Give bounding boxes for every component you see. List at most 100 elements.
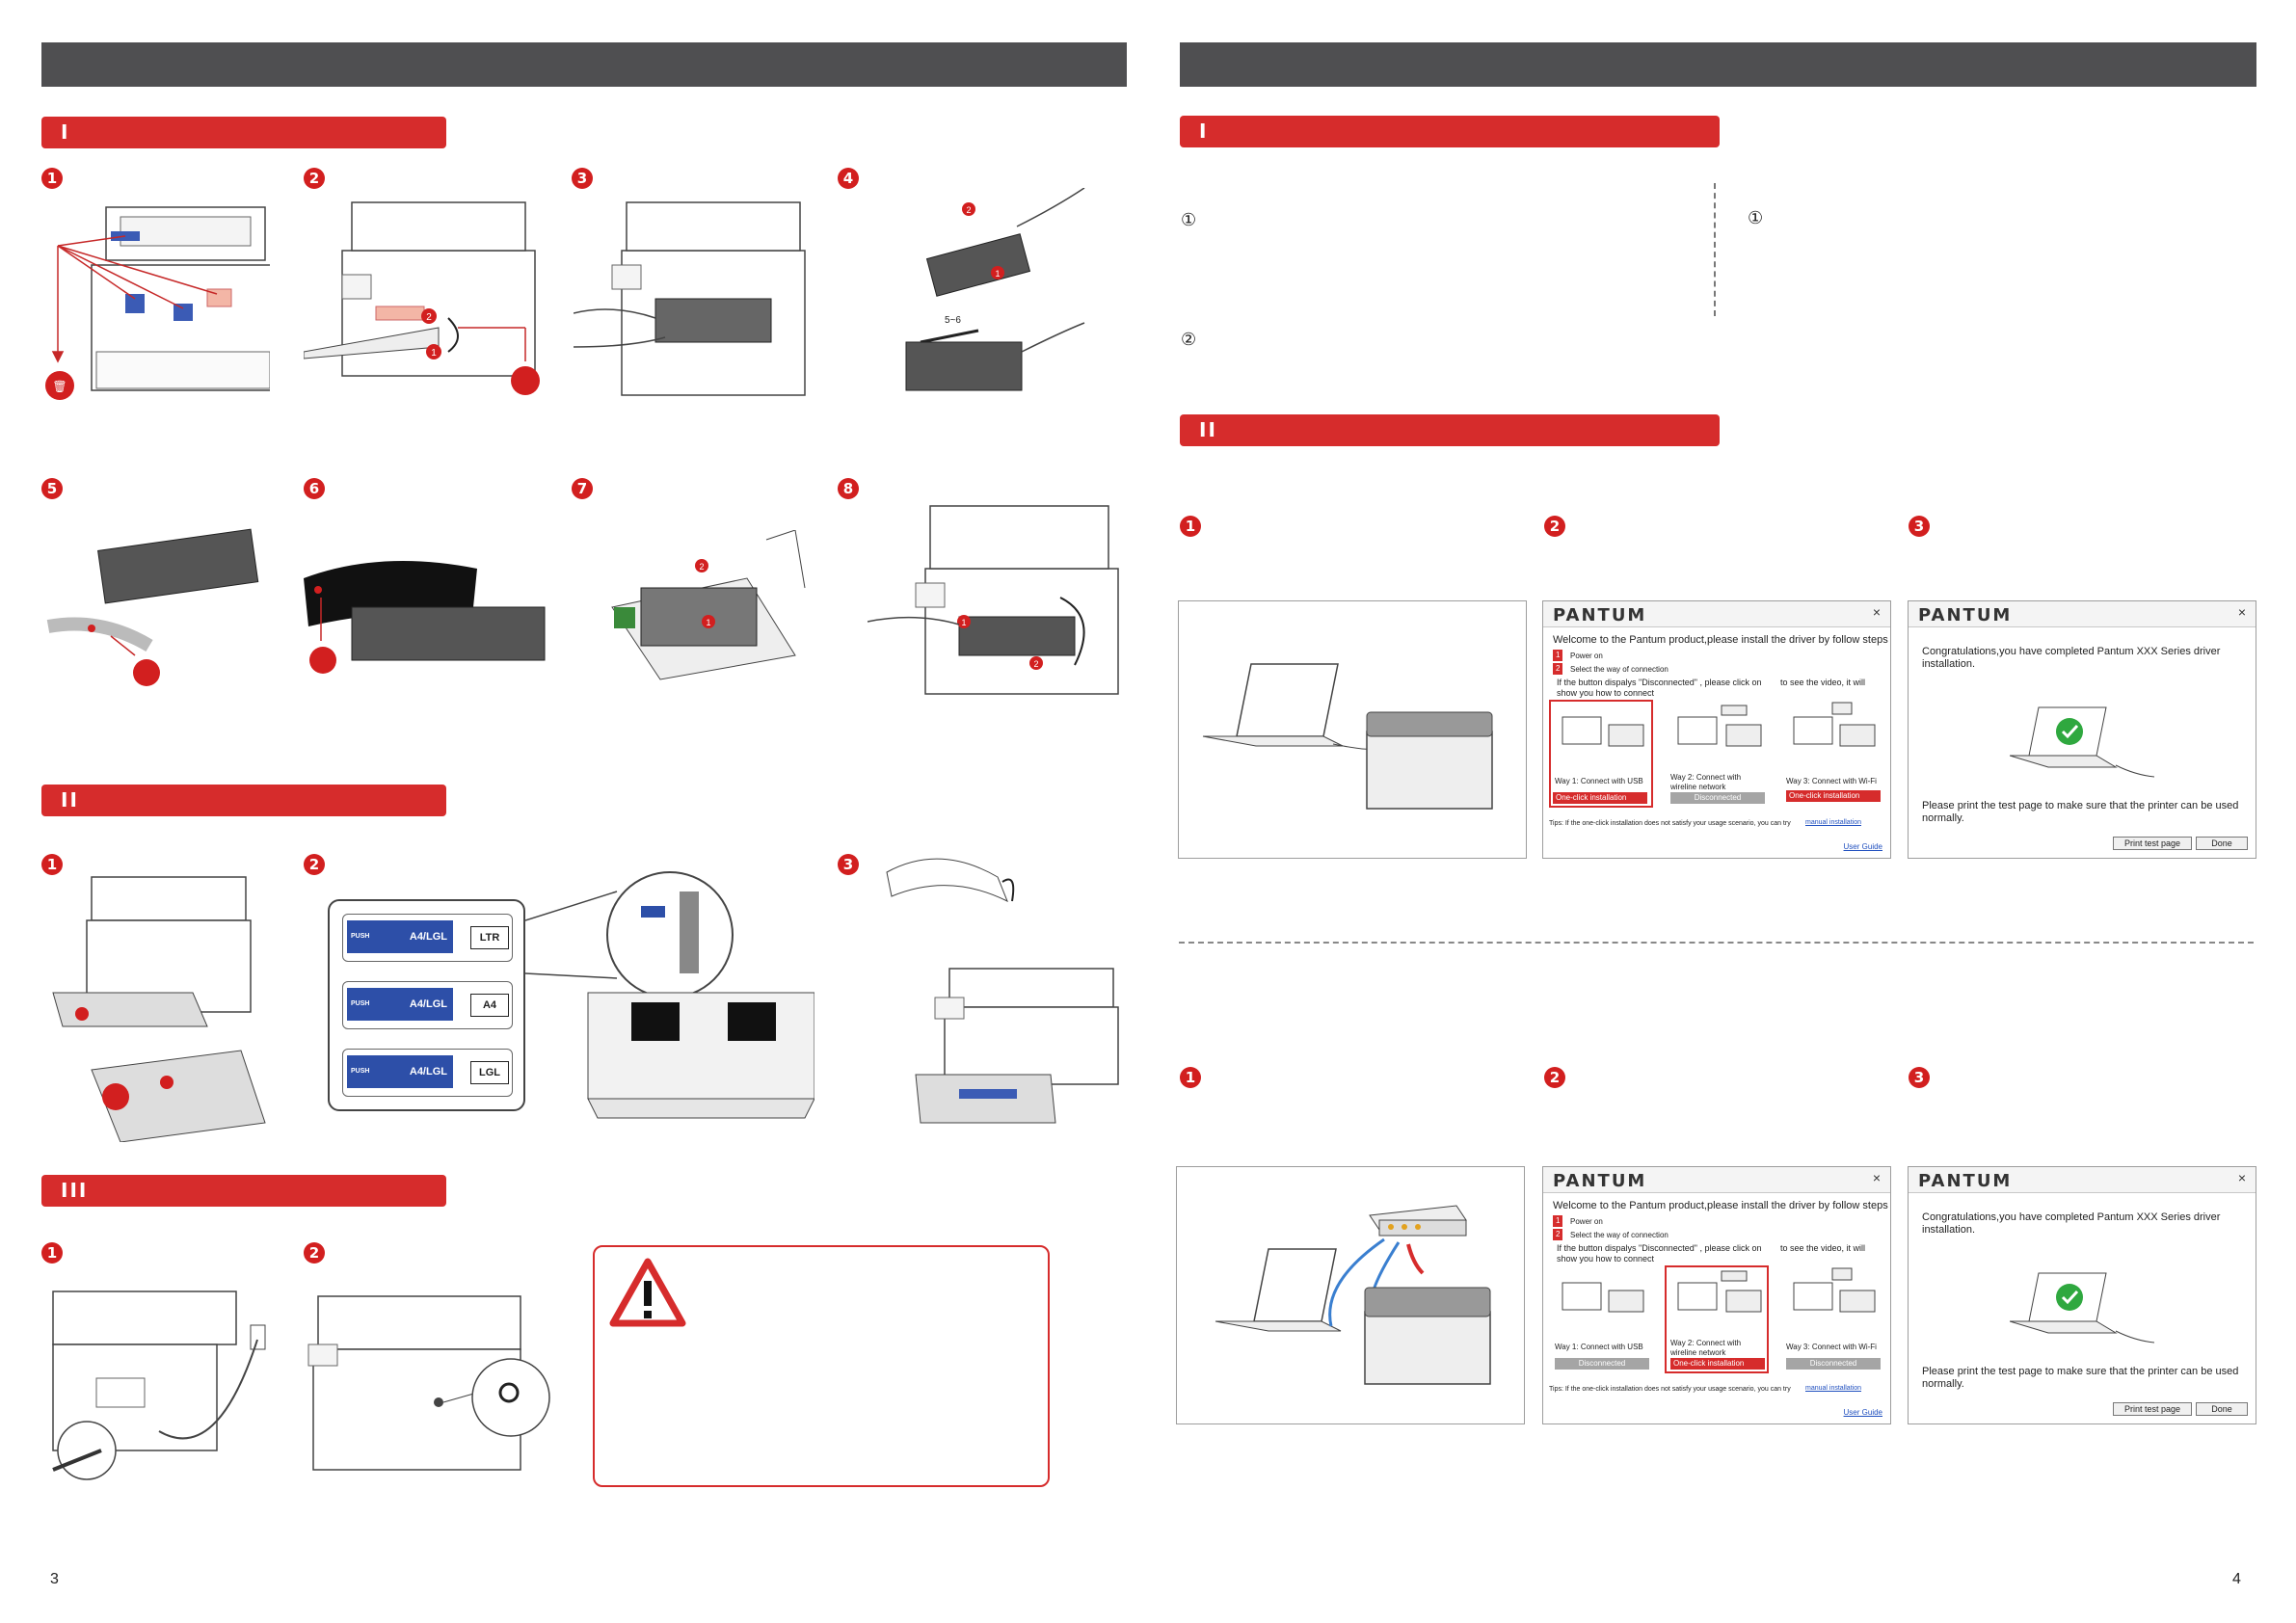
way-3-label: Way 3: Connect with Wi-Fi — [1786, 1343, 1877, 1351]
way-1-label: Way 1: Connect with USB — [1555, 1343, 1643, 1351]
done-button[interactable]: Done — [2196, 837, 2248, 850]
way-1-one-click-button[interactable]: One-click installation — [1553, 792, 1647, 804]
hint-a: If the button dispalys "Disconnected" , … — [1557, 678, 1762, 687]
user-guide-link[interactable]: User Guide — [1843, 1408, 1882, 1417]
close-icon[interactable]: × — [1872, 1170, 1881, 1185]
svg-text:5~6: 5~6 — [945, 315, 961, 326]
way-3-label: Way 3: Connect with Wi-Fi — [1786, 777, 1877, 785]
way-2-card-selected[interactable] — [1665, 1265, 1769, 1373]
way-2-label: Way 2: Connect with wireline network — [1670, 1339, 1742, 1357]
left-section-2-bar: II — [41, 785, 446, 816]
manual-installation-link[interactable]: manual installation — [1805, 819, 1861, 826]
step-1-badge: 1 — [1553, 650, 1563, 661]
left-s1-step-7: 7 — [572, 478, 593, 499]
insert-toner-illustration — [574, 201, 806, 396]
installer-brand: PANTUM — [1553, 605, 1647, 625]
guide-2-size: A4/LGL — [409, 998, 447, 1010]
guide-2-push: PUSH — [351, 1000, 370, 1007]
right-bottom-step-2: 2 — [1544, 1067, 1565, 1088]
printer-remove-tape-illustration: 🗑 — [45, 206, 270, 400]
left-s2-step-3: 3 — [838, 854, 859, 875]
way-2-one-click-button[interactable]: One-click installation — [1670, 1358, 1765, 1370]
svg-text:2: 2 — [966, 205, 971, 215]
way-3-one-click-button[interactable]: One-click installation — [1786, 790, 1881, 802]
paper-guide-lgl: PUSH A4/LGL LGL — [342, 1049, 513, 1097]
page-number-right: 4 — [2232, 1571, 2241, 1587]
hint-c: show you how to connect — [1557, 688, 1655, 698]
way-1-status[interactable]: Disconnected — [1555, 1358, 1649, 1370]
installer-complete-top: PANTUM × Congratulations,you have comple… — [1908, 600, 2256, 859]
congrats-text: Congratulations,you have completed Pantu… — [1922, 646, 2221, 670]
horizontal-divider — [1179, 942, 2254, 944]
manual-installation-link[interactable]: manual installation — [1805, 1385, 1861, 1392]
svg-text:2: 2 — [426, 312, 432, 323]
shake-toner-illustration: 2 1 5~6 — [905, 188, 1085, 391]
left-s1-step-1: 1 — [41, 168, 63, 189]
print-note: Please print the test page to make sure … — [1922, 800, 2239, 824]
left-s3-step-2: 2 — [304, 1242, 325, 1264]
svg-text:🗑: 🗑 — [52, 380, 67, 393]
vertical-divider — [1714, 183, 1716, 316]
close-front-cover-illustration: 1 2 — [868, 505, 1119, 695]
way-2-label: Way 2: Connect with wireline network — [1670, 773, 1742, 791]
left-s2-step-1: 1 — [41, 854, 63, 875]
hint-b: to see the video, it will — [1780, 1243, 1866, 1253]
printer-open-front-illustration: 2 1 — [304, 201, 540, 395]
right-top-step-2: 2 — [1544, 516, 1565, 537]
right-top-step-1: 1 — [1180, 516, 1201, 537]
usb-connection-panel — [1178, 600, 1527, 859]
right-s1-mark-b: ② — [1181, 330, 1197, 350]
left-s2-step-2: 2 — [304, 854, 325, 875]
load-paper-illustration — [886, 858, 1119, 1124]
svg-text:1: 1 — [431, 348, 437, 359]
left-s1-step-6: 6 — [304, 478, 325, 499]
installer-window-network: PANTUM × Welcome to the Pantum product,p… — [1542, 1166, 1891, 1424]
close-icon[interactable]: × — [1872, 604, 1881, 620]
installer-window-usb: PANTUM × Welcome to the Pantum product,p… — [1542, 600, 1891, 859]
installer-welcome: Welcome to the Pantum product,please ins… — [1553, 634, 1888, 646]
installer-brand: PANTUM — [1918, 605, 2013, 625]
guide-3-target: LGL — [470, 1061, 509, 1084]
guide-1-target: LTR — [470, 926, 509, 949]
right-bottom-step-1: 1 — [1180, 1067, 1201, 1088]
warning-box — [593, 1245, 1050, 1487]
tray-guide-closeup-illustration — [525, 871, 814, 1119]
tips-text: Tips: If the one-click installation does… — [1549, 820, 1791, 827]
hint-c: show you how to connect — [1557, 1254, 1655, 1264]
step-1-text: Power on — [1570, 1217, 1603, 1226]
hint-a: If the button dispalys "Disconnected" , … — [1557, 1243, 1762, 1253]
step-2-text: Select the way of connection — [1570, 1231, 1669, 1239]
guide-2-target: A4 — [470, 994, 509, 1017]
step-2-text: Select the way of connection — [1570, 665, 1669, 674]
step-1-text: Power on — [1570, 652, 1603, 660]
network-connection-panel — [1176, 1166, 1525, 1424]
print-test-page-button[interactable]: Print test page — [2113, 1402, 2192, 1416]
user-guide-link[interactable]: User Guide — [1843, 842, 1882, 851]
close-icon[interactable]: × — [2237, 1170, 2246, 1185]
left-s1-step-3: 3 — [572, 168, 593, 189]
print-test-page-button[interactable]: Print test page — [2113, 837, 2192, 850]
right-top-step-3: 3 — [1909, 516, 1930, 537]
print-note: Please print the test page to make sure … — [1922, 1366, 2239, 1390]
done-button[interactable]: Done — [2196, 1402, 2248, 1416]
way-1-card[interactable] — [1549, 700, 1653, 808]
left-s1-step-2: 2 — [304, 168, 325, 189]
right-s1-mark-a: ① — [1181, 210, 1197, 230]
close-icon[interactable]: × — [2237, 604, 2246, 620]
hint-b: to see the video, it will — [1780, 678, 1866, 687]
page-number-left: 3 — [50, 1571, 59, 1587]
right-header-bar — [1180, 42, 2256, 87]
svg-text:2: 2 — [1033, 659, 1038, 669]
remove-seal-illustration — [46, 528, 259, 686]
guide-1-push: PUSH — [351, 933, 370, 940]
step-1-badge: 1 — [1553, 1215, 1563, 1227]
way-2-status[interactable]: Disconnected — [1670, 792, 1765, 804]
guide-3-size: A4/LGL — [409, 1066, 447, 1078]
press-power-button-illustration — [307, 1295, 550, 1471]
remove-protective-sheet-illustration — [304, 561, 546, 674]
left-section-1-bar: I — [41, 117, 446, 148]
way-3-status[interactable]: Disconnected — [1786, 1358, 1881, 1370]
left-header-bar — [41, 42, 1127, 87]
paper-guide-a4: PUSH A4/LGL A4 — [342, 981, 513, 1029]
right-section-1-bar: I — [1180, 116, 1720, 147]
